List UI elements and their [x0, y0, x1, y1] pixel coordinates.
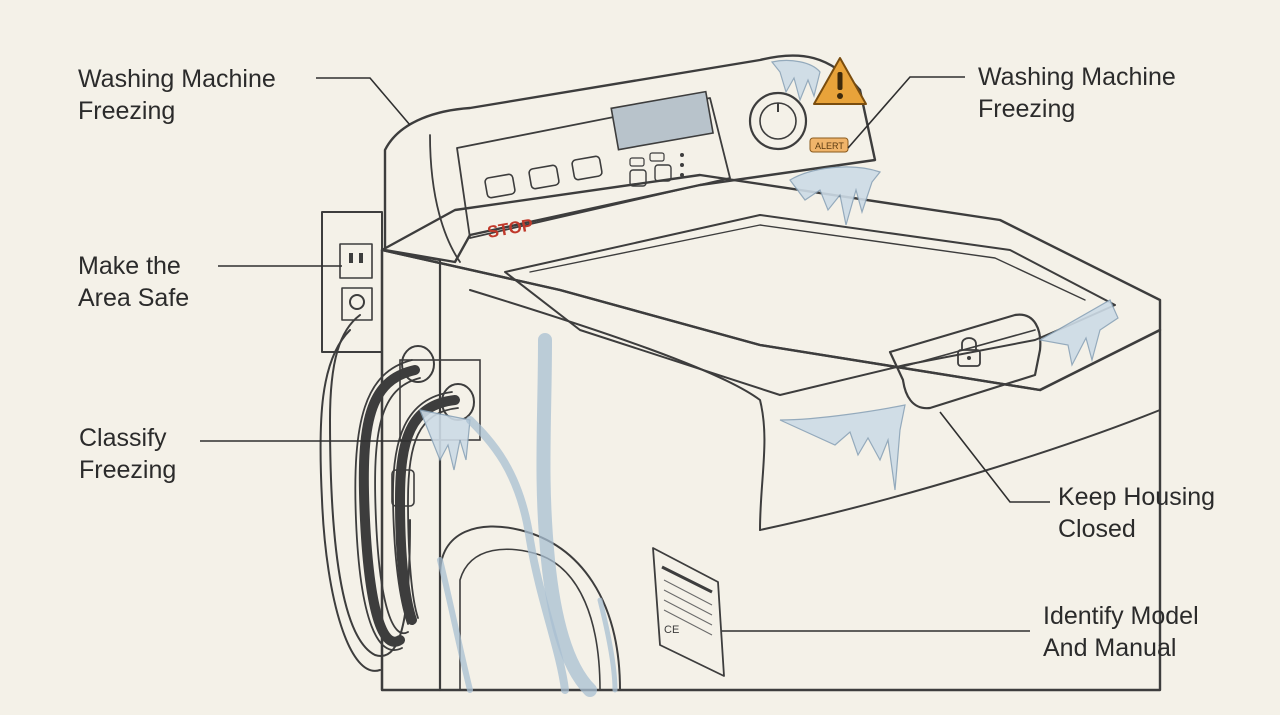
- label-line: Washing Machine: [978, 63, 1176, 91]
- label-line: Identify Model: [1043, 602, 1199, 630]
- label-line: Freezing: [78, 97, 176, 125]
- label-washing-machine-freezing-left: Washing Machine Freezing: [78, 63, 276, 127]
- power-outlet-icon: [321, 211, 383, 353]
- leader-lines: [200, 76, 1050, 632]
- label-line: Washing Machine: [78, 65, 276, 93]
- alert-tag: ALERT: [815, 141, 844, 151]
- label-washing-machine-freezing-right: Washing Machine Freezing: [978, 61, 1176, 125]
- label-line: And Manual: [1043, 634, 1177, 662]
- label-classify-freezing: Classify Freezing: [79, 422, 176, 486]
- control-knob-icon: [748, 91, 808, 151]
- label-line: Make the: [78, 252, 181, 280]
- label-line: Closed: [1058, 515, 1136, 543]
- lock-icon: [957, 337, 981, 367]
- label-identify-model-manual: Identify Model And Manual: [1043, 600, 1199, 664]
- label-line: Freezing: [978, 95, 1076, 123]
- label-line: Keep Housing: [1058, 483, 1216, 511]
- label-keep-housing-closed: Keep Housing Closed: [1058, 481, 1215, 545]
- washer-body: STOP ALERT CE: [380, 54, 1162, 692]
- stop-label: STOP: [486, 215, 535, 242]
- label-line: Area Safe: [78, 284, 190, 312]
- label-line: Freezing: [79, 456, 177, 484]
- ice-and-water: [419, 59, 1119, 697]
- ce-mark: CE: [664, 624, 679, 636]
- label-make-area-safe: Make the Area Safe: [78, 250, 189, 314]
- label-line: Classify: [79, 424, 167, 452]
- warning-icon: [813, 57, 867, 105]
